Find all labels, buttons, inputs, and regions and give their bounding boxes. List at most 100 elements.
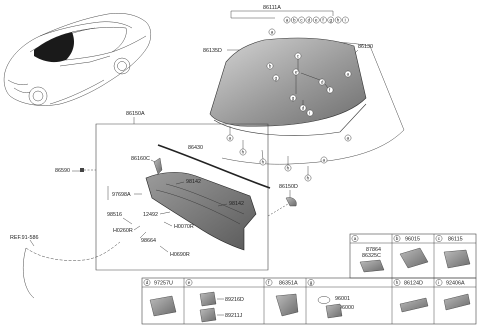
svg-text:h: h [287,166,290,171]
callout-b-letter: b [293,18,296,23]
legend-table: a 87864 86325C b 96015 c 86115 d 97257U … [141,233,477,325]
legend-a-letter: a [354,236,357,241]
legend-e-letter: e [188,280,191,285]
svg-text:h: h [262,160,265,165]
svg-text:g: g [292,96,295,101]
legend-c-part [443,249,471,269]
callout-i-letter: i [345,18,346,23]
svg-text:g: g [275,76,278,81]
callout-g [327,16,335,24]
cowl-panel [145,172,257,251]
callout-e-letter: e [315,18,318,23]
callout-a [283,16,291,24]
cowl-side-part [153,157,163,175]
cowl-box [95,123,269,271]
label-86430: 86430 [188,145,203,151]
svg-text:f: f [329,88,331,93]
label-98516: 98516 [107,212,122,218]
svg-text:a: a [323,158,326,163]
label-86160c: 86160C [131,156,150,162]
cowl-seal [157,144,271,189]
svg-text:h: h [242,150,245,155]
legend-a-part-1: 87864 [366,247,381,253]
legend-c-part-1: 86115 [448,237,463,243]
legend-a-part-2: 86325C [362,253,381,259]
legend-i-part [443,293,471,311]
legend-g-part [325,303,343,319]
callout-b [290,16,298,24]
label-86150a: 86150A [126,111,145,117]
cowl-side-r-part [285,197,297,207]
legend-e-part-2: 89211J [225,313,243,319]
callout-a-letter: a [286,18,289,23]
svg-text:a: a [347,72,350,77]
legend-b-part-1: 96015 [405,237,420,243]
label-86150d: 86150D [279,184,298,190]
glass-callouts: a c b g e d f g d i a a h h h h a a [226,28,352,182]
callout-i [342,16,349,24]
legend-i-part-1: 92406A [446,281,465,287]
legend-d-part [149,295,177,317]
windshield-lower-strip [213,103,367,136]
label-97698a: 97698A [112,192,131,198]
legend-g-part-2: 96000 [339,305,354,311]
legend-f-part-1: 86351A [279,281,298,287]
svg-text:a: a [271,30,274,35]
label-86590: 86590 [55,168,70,174]
svg-text:d: d [321,80,324,85]
legend-f-part [275,293,299,317]
callout-g-letter: g [330,18,333,23]
callout-d-letter: d [308,18,311,23]
label-98142-a: 98142 [186,179,201,185]
label-ref-91-586: REF.91-586 [10,235,38,241]
legend-h-letter: h [396,280,399,285]
legend-d-part-1: 97257U [154,281,173,287]
callout-d [305,16,313,24]
label-h0690r: H0690R [170,252,190,258]
label-86135d: 86135D [203,48,222,54]
legend-h-part [399,297,429,313]
legend-g-letter: g [310,280,313,285]
svg-text:a: a [229,136,232,141]
legend-g-ring [317,296,331,304]
legend-e-part-1-shape [199,291,217,307]
legend-e-part-2-shape [199,307,217,323]
svg-text:h: h [307,176,310,181]
label-86130: 86130 [358,44,373,50]
svg-text:a: a [347,136,350,141]
callout-row: a b c d e f g h i [283,16,349,24]
legend-a-part [359,259,385,273]
windshield-glass [209,37,367,127]
callout-c [298,16,305,24]
callout-c-letter: c [300,18,303,23]
legend-g-part-1: 96001 [335,296,350,302]
label-98664: 98664 [141,238,156,244]
vehicle-illustration [3,13,151,106]
legend-d-letter: d [146,280,149,285]
label-h0070r: H0070R [174,224,194,230]
svg-text:i: i [309,111,310,116]
label-12492: 12492 [143,212,158,218]
legend-b-part [399,247,429,269]
callout-h [334,16,342,24]
label-h0260r: H0260R [113,228,133,234]
legend-i-letter: i [438,280,439,285]
nozzle-part [80,168,84,172]
svg-text:c: c [297,54,300,59]
svg-text:b: b [269,64,272,69]
svg-text:d: d [302,106,305,111]
callout-h-letter: h [337,18,340,23]
callout-f-letter: f [322,18,324,23]
callout-f [320,16,327,24]
legend-e-part-1: 89216D [225,297,244,303]
windshield-highlight [34,32,74,63]
legend-b-letter: b [396,236,399,241]
cowl-group: 86150A 86430 86160C 98142 98142 97698A 9… [10,111,298,299]
legend-c-letter: c [438,236,441,241]
label-98142-b: 98142 [229,201,244,207]
svg-text:e: e [295,70,298,75]
callout-e [312,16,320,24]
legend-h-part-1: 86124D [404,281,423,287]
label-86111a: 86111A [263,5,281,11]
